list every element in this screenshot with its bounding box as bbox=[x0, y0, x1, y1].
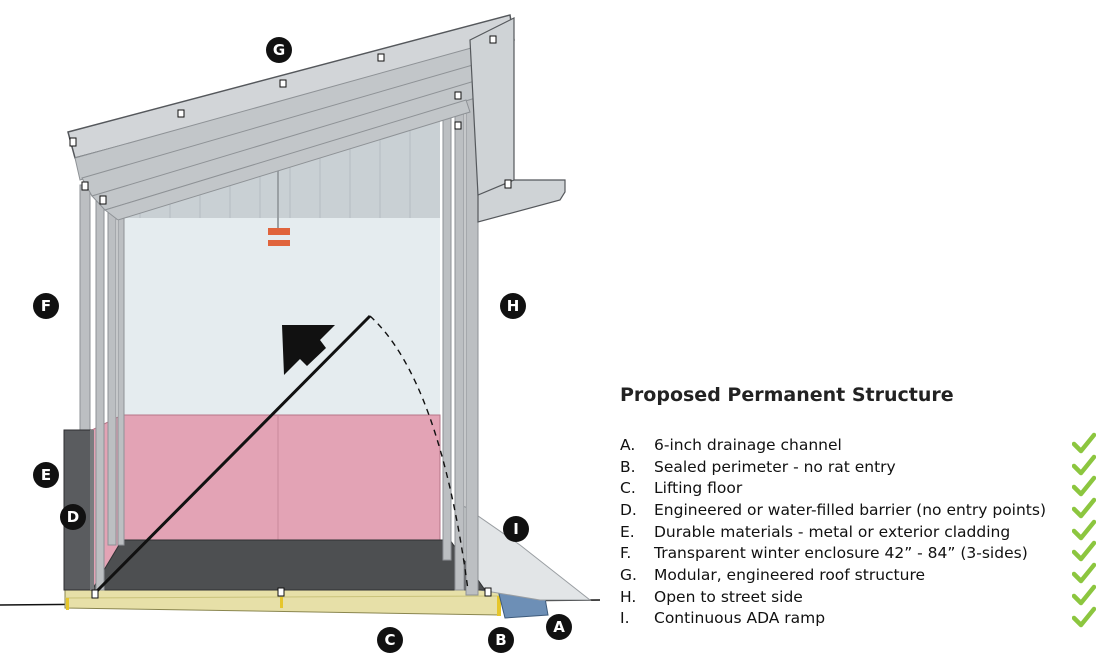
marker-e: E bbox=[33, 462, 59, 488]
legend-item: G. Modular, engineered roof structure bbox=[620, 562, 1100, 586]
legend-item-text: Durable materials - metal or exterior cl… bbox=[654, 522, 1011, 541]
roof-overhang bbox=[477, 179, 566, 223]
marker-a: A bbox=[546, 614, 572, 640]
legend-item-text: Sealed perimeter - no rat entry bbox=[654, 457, 896, 476]
door-swing-arc bbox=[369, 315, 469, 591]
checkmark-icon bbox=[1072, 584, 1096, 606]
legend-item: E. Durable materials - metal or exterior … bbox=[620, 519, 1100, 543]
marker-g: G bbox=[266, 37, 292, 63]
structure-illustration bbox=[0, 14, 601, 619]
legend-item-letter: G. bbox=[620, 565, 637, 584]
marker-b: B bbox=[488, 627, 514, 653]
legend-item-text: Lifting floor bbox=[654, 479, 743, 498]
legend-item-letter: D. bbox=[620, 500, 637, 519]
checkmark-icon bbox=[1072, 541, 1096, 562]
legend-item: F. Transparent winter enclosure 42” - 84”… bbox=[620, 541, 1100, 564]
legend-item: H. Open to street side bbox=[620, 584, 1100, 608]
checkmark-icon bbox=[1072, 432, 1096, 454]
checkmark-icon bbox=[1072, 476, 1096, 497]
pink-wall-back bbox=[121, 414, 441, 546]
legend-item-letter: B. bbox=[620, 457, 636, 476]
door-swing-line bbox=[94, 314, 372, 594]
legend-item-letter: I. bbox=[620, 609, 630, 628]
legend-title: Proposed Permanent Structure bbox=[620, 384, 954, 406]
legend-item-letter: A. bbox=[620, 435, 636, 454]
checkmark-icon bbox=[1072, 606, 1096, 627]
checkmark-icon bbox=[1072, 562, 1096, 584]
marker-h: H bbox=[500, 293, 526, 319]
heater bbox=[268, 228, 290, 235]
legend-item-text: 6-inch drainage channel bbox=[654, 435, 842, 454]
legend-item: A. 6-inch drainage channel bbox=[620, 432, 1100, 456]
legend-item: I. Continuous ADA ramp bbox=[620, 606, 1100, 630]
marker-i: I bbox=[503, 516, 529, 542]
legend-item-text: Modular, engineered roof structure bbox=[654, 565, 926, 584]
checkmark-icon bbox=[1072, 497, 1096, 519]
legend-item: B. Sealed perimeter - no rat entry bbox=[620, 454, 1100, 478]
legend: Proposed Permanent Structure A. 6-inch dr… bbox=[620, 384, 1100, 629]
back-glass-wall bbox=[120, 218, 440, 415]
checkmark-icon bbox=[1072, 519, 1096, 540]
marker-f: F bbox=[33, 293, 59, 319]
legend-item-text: Continuous ADA ramp bbox=[654, 609, 826, 628]
legend-item-text: Transparent winter enclosure 42” - 84” (… bbox=[654, 544, 1028, 563]
structure-diagram: G F H E D I A C B bbox=[0, 14, 601, 653]
legend-item-letter: H. bbox=[620, 587, 637, 606]
floor-surface bbox=[91, 539, 486, 591]
legend-item-letter: C. bbox=[620, 479, 636, 498]
legend-item-letter: E. bbox=[620, 522, 635, 541]
legend-item-letter: F. bbox=[620, 544, 632, 563]
legend-item-text: Open to street side bbox=[654, 587, 803, 606]
marker-d: D bbox=[60, 504, 86, 530]
legend-item: C. Lifting floor bbox=[620, 476, 1100, 499]
checkmark-icon bbox=[1072, 454, 1096, 475]
legend-item-text: Engineered or water-filled barrier (no e… bbox=[654, 500, 1047, 519]
marker-c: C bbox=[377, 627, 403, 653]
swing-arrow-icon bbox=[282, 325, 335, 375]
legend-item: D. Engineered or water-filled barrier (no… bbox=[620, 497, 1100, 521]
